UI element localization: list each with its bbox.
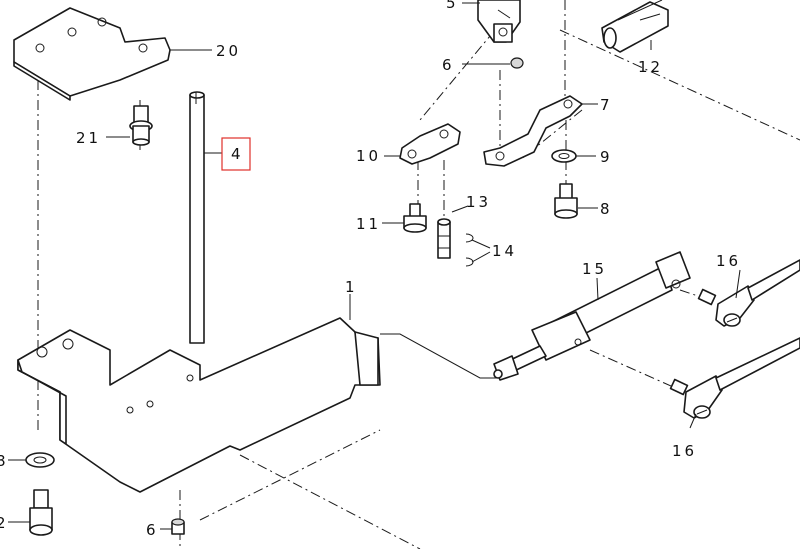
- part-20-bracket: [13, 7, 171, 101]
- label-part-2-left: 2: [0, 514, 9, 532]
- part-8-screw-right: [554, 183, 578, 219]
- label-part-4: 4: [231, 145, 244, 163]
- part-6-screw-bottom: [171, 518, 185, 535]
- label-part-5: 5: [446, 0, 459, 12]
- label-part-14: 14: [492, 242, 517, 260]
- label-part-21: 21: [76, 129, 101, 147]
- label-part-13: 13: [466, 193, 491, 211]
- label-part-8-left: 8: [0, 452, 9, 470]
- leader-lines: [8, 2, 741, 530]
- label-part-15: 15: [582, 260, 607, 278]
- part-21-screw: [129, 105, 153, 146]
- label-part-16-top: 16: [716, 252, 741, 270]
- part-6-set-screw: [510, 57, 524, 69]
- label-part-10: 10: [356, 147, 381, 165]
- part-12-clevis: [601, 0, 669, 53]
- label-part-7: 7: [600, 96, 613, 114]
- part-7-link: [483, 95, 583, 167]
- part-10-link: [399, 123, 461, 165]
- part-16-fitting-bottom: [669, 337, 800, 419]
- part-5-bracket: [477, 0, 521, 43]
- label-part-11: 11: [356, 215, 381, 233]
- label-part-9: 9: [600, 148, 613, 166]
- label-part-8-right: 8: [600, 200, 613, 218]
- part-labels: 20 21 4 1 5 6 12 7 10 9 13 8 11 14 15 16…: [0, 0, 741, 539]
- part-15-cylinder: [493, 251, 691, 381]
- part-14-e-rings: [465, 233, 474, 267]
- part-2-screw-left: [29, 489, 53, 536]
- part-1-base-plate: [17, 317, 381, 493]
- label-part-1: 1: [345, 278, 358, 296]
- label-part-16-bottom: 16: [672, 442, 697, 460]
- part-9-washer: [551, 149, 577, 163]
- label-part-6-bottom: 6: [146, 521, 159, 539]
- hose-leader: [380, 333, 500, 379]
- highlight-box-part-4: [221, 137, 251, 171]
- part-4-rod: [189, 91, 205, 344]
- label-part-6-top: 6: [442, 56, 455, 74]
- part-16-fitting-top: [697, 259, 800, 327]
- part-8-washer-left: [25, 452, 55, 468]
- part-11-screw: [403, 203, 427, 233]
- label-part-12: 12: [638, 58, 663, 76]
- part-13-pin: [437, 218, 451, 259]
- label-part-20: 20: [216, 42, 241, 60]
